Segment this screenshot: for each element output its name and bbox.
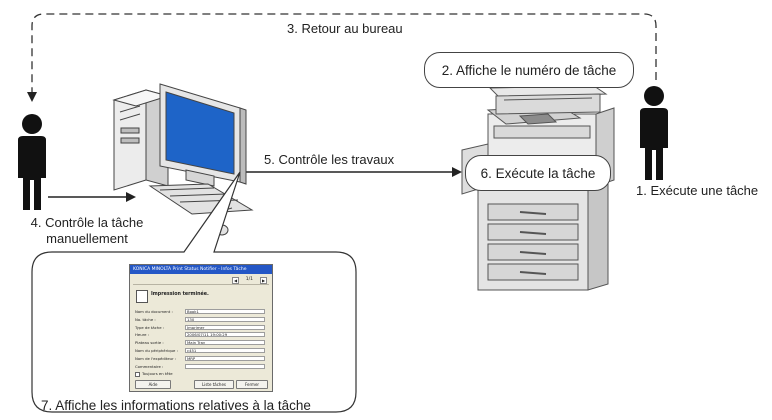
person-left-icon [18, 114, 46, 210]
job-list-button[interactable]: Liste tâches [194, 380, 234, 389]
dialog-page-indicator: 1/1 [245, 277, 253, 282]
step-4-label-line2: manuellement [46, 231, 128, 246]
dialog-header: Impression terminée. [134, 287, 264, 305]
field-label: Heure : [135, 332, 149, 338]
step-5-label: 5. Contrôle les travaux [264, 152, 395, 167]
checkbox-box[interactable] [135, 371, 140, 377]
field-label: Plateau sortie : [135, 340, 164, 346]
dialog-field-row: Nom du document : Book1 [135, 309, 265, 315]
step-3-label: 3. Retour au bureau [287, 21, 403, 36]
field-label: No. tâche : [135, 316, 156, 322]
dialog-title: KONICA MINOLTA Print Status Notifier - I… [130, 265, 272, 274]
next-icon[interactable]: ▶ [260, 277, 267, 284]
dialog-field-row: Plateau sortie : Main Tray [135, 340, 265, 346]
field-label: Commentaire : [135, 363, 164, 369]
return-dashed-path [27, 13, 657, 102]
field-value: Main Tray [185, 340, 265, 346]
step-6-label: 6. Exécute la tâche [480, 165, 596, 181]
dialog-field-row: Type de tâche : Imprimer [135, 324, 265, 331]
checkbox-label: Toujours en tête [142, 371, 173, 376]
dialog-field-row: Nom du périphérique : c451 [135, 348, 265, 354]
dialog-field-row: Nom de l'expéditeur : MRP [135, 355, 265, 362]
person-right-icon [640, 86, 668, 180]
dialog-heading: Impression terminée. [151, 292, 209, 297]
step-7-label: 7. Affiche les informations relatives à … [41, 398, 311, 413]
field-value: MRP [185, 355, 265, 361]
step-4-label-line1: 4. Contrôle la tâche [30, 215, 144, 230]
dialog-field-row: Heure : 2006/07/11 19:00:29 [135, 332, 265, 338]
field-value: Imprimer [185, 324, 265, 330]
step-2-label: 2. Affiche le numéro de tâche [441, 62, 617, 78]
field-value: Book1 [185, 309, 265, 314]
computer-icon [112, 83, 254, 236]
step-1-label: 1. Exécute une tâche [636, 183, 759, 198]
field-value [185, 363, 265, 369]
field-value: 130 [185, 316, 265, 322]
previous-icon[interactable]: ◀ [232, 277, 239, 284]
always-on-top-checkbox[interactable]: Toujours en tête [135, 371, 173, 377]
dialog-field-row: Commentaire : [135, 363, 265, 370]
dialog-toolbar: ◀ 1/1 ▶ [133, 276, 269, 285]
dialog-field-row: No. tâche : 130 [135, 316, 265, 323]
help-button[interactable]: Aide [135, 380, 171, 389]
field-label: Type de tâche : [135, 324, 165, 330]
step-2-bubble: 2. Affiche le numéro de tâche [424, 52, 634, 88]
step-6-bubble: 6. Exécute la tâche [465, 155, 611, 191]
field-value: 2006/07/11 19:00:29 [185, 332, 265, 338]
job-info-dialog: KONICA MINOLTA Print Status Notifier - I… [129, 264, 273, 392]
close-button[interactable]: Fermer [236, 380, 268, 389]
field-label: Nom de l'expéditeur : [135, 355, 177, 361]
field-value: c451 [185, 348, 265, 353]
field-label: Nom du périphérique : [135, 348, 178, 353]
printer-document-icon [136, 290, 148, 303]
field-label: Nom du document : [135, 309, 173, 314]
